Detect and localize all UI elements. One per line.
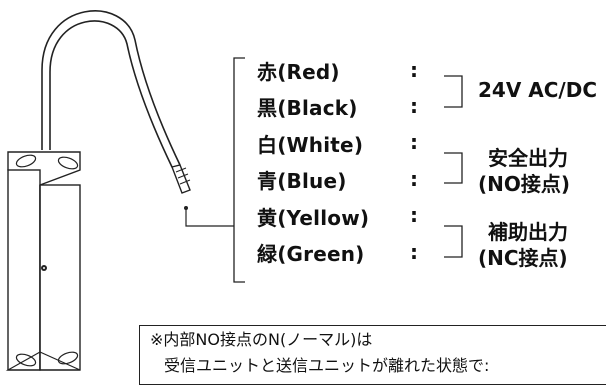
wire-label-blue: 青(Blue) — [257, 169, 347, 193]
bracket-power — [444, 75, 463, 108]
cable-outer — [41, 10, 181, 166]
wire-bracket — [233, 57, 245, 283]
note-line-2: 受信ユニットと送信ユニットが離れた状態で: — [164, 356, 490, 375]
cable-strands — [175, 167, 191, 185]
colon-yellow: : — [410, 203, 418, 227]
diagram-graphics — [5, 10, 463, 371]
note-line-1: ※内部NO接点のN(ノーマル)は — [150, 330, 373, 349]
group-aux-label: 補助出力 — [488, 220, 568, 244]
bracket-safety — [444, 152, 463, 184]
wire-label-white: 白(White) — [257, 133, 364, 157]
cable-tip — [171, 164, 191, 194]
colon-blue: : — [410, 167, 418, 191]
wire-label-black: 黒(Black) — [257, 96, 358, 120]
leader-line — [185, 208, 234, 227]
bracket-aux — [444, 225, 463, 258]
cable-inner — [49, 20, 173, 168]
wire-label-yellow: 黄(Yellow) — [257, 206, 370, 230]
sensor-housing — [5, 151, 81, 371]
wire-label-red: 赤(Red) — [257, 60, 340, 84]
group-safety-sublabel: (NO接点) — [478, 172, 571, 196]
group-aux-sublabel: (NC接点) — [478, 246, 568, 270]
colon-red: : — [410, 58, 418, 82]
colon-black: : — [410, 94, 418, 118]
group-safety-label: 安全出力 — [488, 146, 568, 170]
group-power-label: 24V AC/DC — [478, 78, 598, 102]
wiring-diagram: 赤(Red) 黒(Black) 白(White) 青(Blue) 黄(Yello… — [5, 10, 606, 385]
colon-white: : — [410, 130, 418, 154]
colon-green: : — [410, 240, 418, 264]
note-box: ※内部NO接点のN(ノーマル)は 受信ユニットと送信ユニットが離れた状態で: — [139, 325, 606, 385]
wire-label-green: 緑(Green) — [257, 242, 365, 266]
